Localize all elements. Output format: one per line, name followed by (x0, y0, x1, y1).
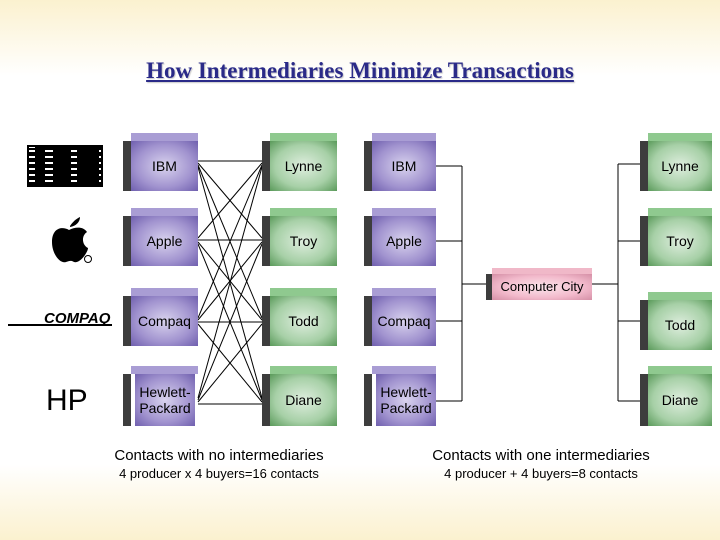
contact-line (197, 166, 263, 399)
left-buyer-diane: Diane (262, 366, 337, 426)
right-producer-ibm: IBM (364, 133, 436, 191)
compaq-logo-underline (8, 324, 112, 326)
box-label: Hewlett-Packard (376, 374, 436, 426)
box-label: Compaq (131, 296, 198, 346)
right-producer-compaq: Compaq (364, 288, 436, 346)
box-label: Computer City (492, 274, 592, 300)
right-formula: 4 producer + 4 buyers=8 contacts (444, 466, 638, 481)
contact-line (197, 323, 263, 403)
box-label: Troy (648, 216, 712, 266)
box-label: Compaq (372, 296, 436, 346)
box-label: Lynne (270, 141, 337, 191)
compaq-logo: COMPAQ (44, 310, 111, 327)
right-buyer-todd: Todd (640, 292, 712, 350)
contact-line (197, 164, 263, 319)
contact-line (197, 243, 263, 401)
apple-logo (52, 217, 92, 263)
box-label: Apple (372, 216, 436, 266)
slide-title: How Intermediaries Minimize Transactions (146, 58, 574, 83)
box-label: Apple (131, 216, 198, 266)
box-label: Lynne (648, 141, 712, 191)
left-buyer-lynne: Lynne (262, 133, 337, 191)
left-producer-apple: Apple (123, 208, 198, 266)
right-producer-hp: Hewlett-Packard (364, 366, 436, 426)
box-label: Todd (270, 296, 337, 346)
contact-line (197, 162, 263, 239)
box-label: Hewlett-Packard (135, 374, 195, 426)
right-caption: Contacts with one intermediaries (432, 447, 650, 464)
box-label: Diane (270, 374, 337, 426)
right-buyer-lynne: Lynne (640, 133, 712, 191)
right-buyer-diane: Diane (640, 366, 712, 426)
ibm-logo (27, 145, 103, 187)
hp-logo: HP (46, 384, 88, 417)
intermediary-computer-city: Computer City (486, 268, 592, 300)
left-caption: Contacts with no intermediaries (114, 447, 324, 464)
box-label: Todd (648, 300, 712, 350)
left-producer-hp: Hewlett-Packard (123, 366, 198, 426)
left-producer-ibm: IBM (123, 133, 198, 191)
left-producer-compaq: Compaq (123, 288, 198, 346)
right-producer-apple: Apple (364, 208, 436, 266)
left-buyer-todd: Todd (262, 288, 337, 346)
box-label: IBM (372, 141, 436, 191)
left-buyer-troy: Troy (262, 208, 337, 266)
box-label: Troy (270, 216, 337, 266)
box-label: IBM (131, 141, 198, 191)
right-buyer-troy: Troy (640, 208, 712, 266)
left-formula: 4 producer x 4 buyers=16 contacts (119, 466, 319, 481)
box-label: Diane (648, 374, 712, 426)
